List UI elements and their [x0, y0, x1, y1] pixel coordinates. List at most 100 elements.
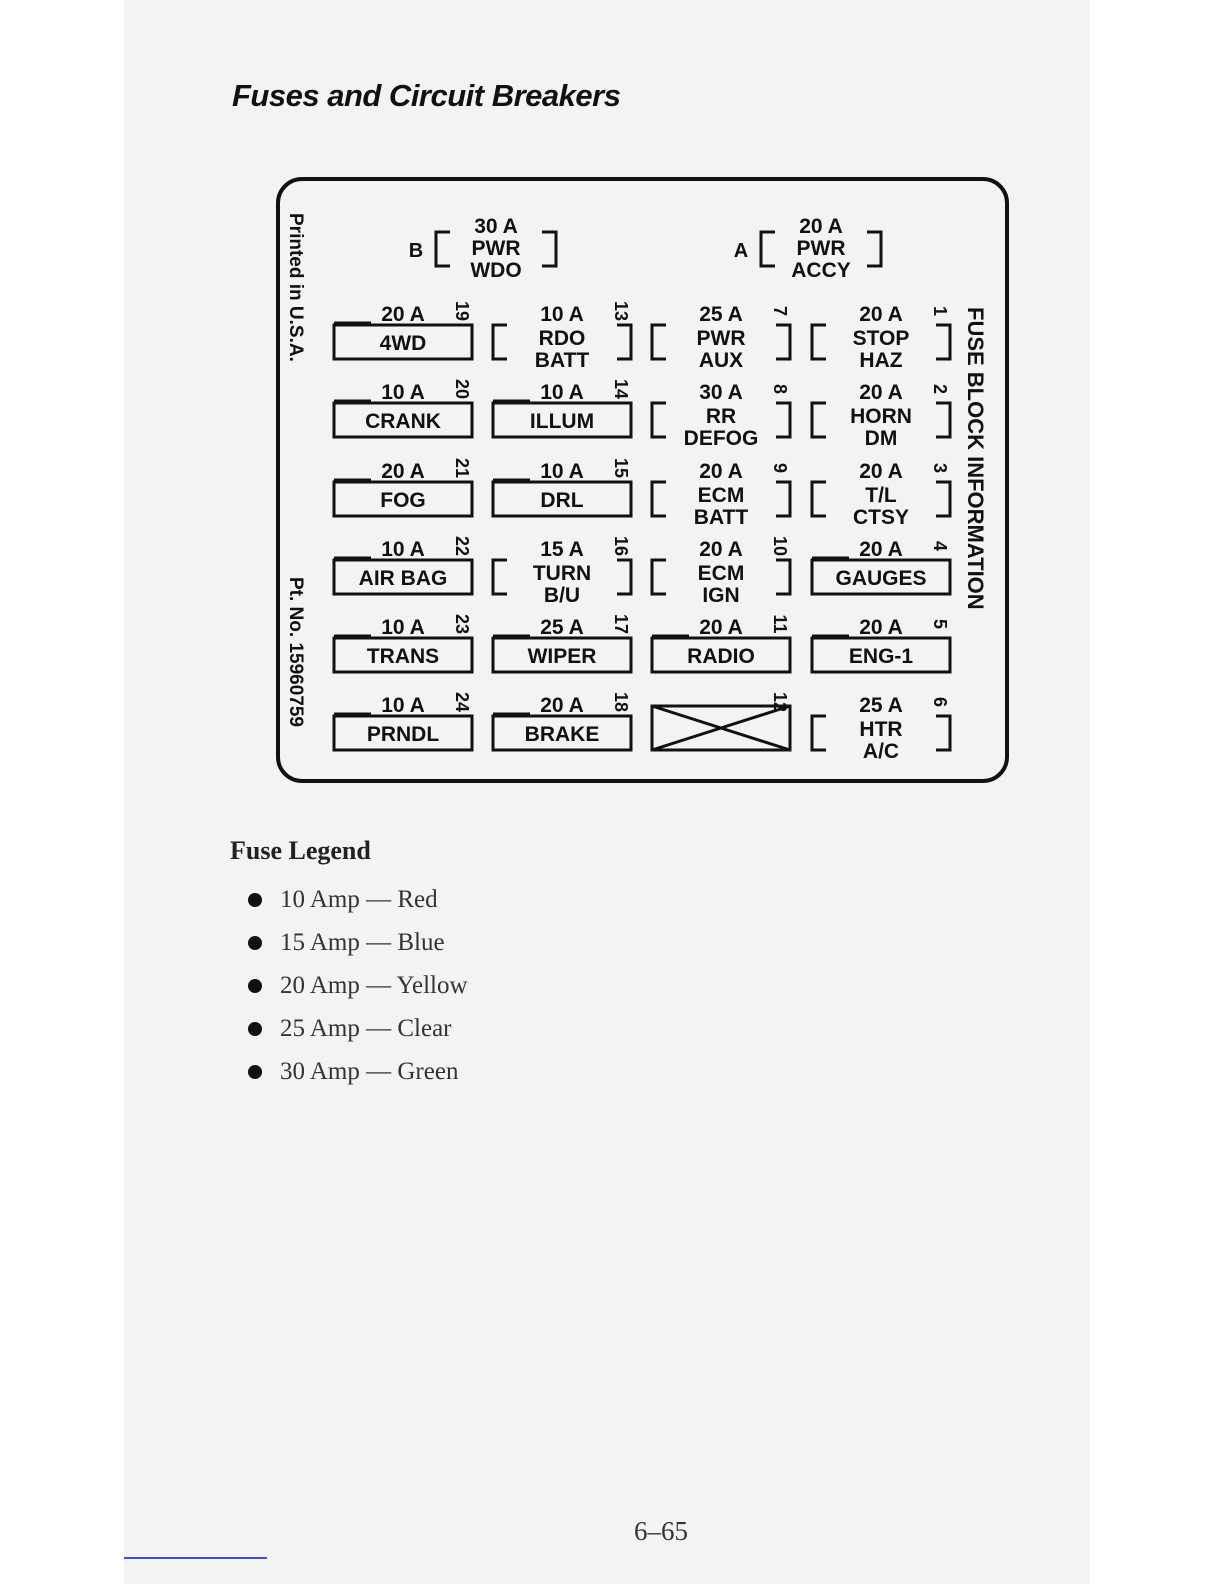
fuse-number: 6 — [930, 697, 950, 707]
fuse-number: 10 — [770, 536, 790, 556]
breaker-letter: A — [734, 240, 748, 262]
link-underline — [124, 1557, 267, 1559]
fuse-rating: 20 A — [381, 303, 425, 326]
fuse-name: ENG-1 — [849, 645, 914, 668]
fuse-rating: 25 A — [699, 303, 743, 326]
fuse-name: PRNDL — [367, 723, 440, 746]
fuse-block-diagram: Printed in U.S.A. Pt. No. 15960759 FUSE … — [276, 177, 1009, 783]
fuse-box — [810, 636, 952, 674]
breaker-bracket-right — [542, 230, 558, 268]
fuse-name: 4WD — [380, 332, 427, 355]
breaker-name: PWR — [472, 237, 521, 260]
fuse-name: ILLUM — [530, 410, 594, 433]
fuse-rating: 20 A — [699, 616, 743, 639]
fuse-bracket-left — [491, 323, 507, 361]
fuse-box — [491, 401, 633, 439]
fuse-number: 13 — [611, 301, 631, 321]
fuse-number: 5 — [930, 619, 950, 629]
fuse-number: 22 — [452, 536, 472, 556]
legend-item-text: 20 Amp — Yellow — [280, 971, 468, 999]
fuse-name: CRANK — [365, 410, 441, 433]
fuse-name: BATT — [694, 506, 749, 529]
fuse-bracket-left — [650, 323, 666, 361]
fuse-number: 7 — [770, 306, 790, 316]
fuse-number: 16 — [611, 536, 631, 556]
fuse-bracket-left — [810, 714, 826, 752]
fuse-rating: 10 A — [381, 538, 425, 561]
fuse-rating: 20 A — [699, 460, 743, 483]
fuse-block-title: FUSE BLOCK INFORMATION — [963, 307, 988, 610]
fuse-block-outline — [276, 177, 1009, 783]
fuse-rating: 10 A — [540, 303, 584, 326]
fuse-number: 24 — [452, 692, 472, 712]
fuse-bracket-right — [776, 480, 792, 518]
fuse-number: 2 — [930, 384, 950, 394]
fuse-slot: 20 A 4WD 19 — [332, 301, 474, 361]
fuse-rating: 10 A — [540, 381, 584, 404]
fuse-slot: 20 A RADIO 11 — [650, 614, 792, 674]
fuse-bracket-left — [650, 480, 666, 518]
page-title: Fuses and Circuit Breakers — [232, 78, 621, 113]
fuse-bracket-right — [776, 323, 792, 361]
fuse-name: PWR — [697, 327, 746, 350]
fuse-number: 14 — [611, 379, 631, 399]
fuse-rating: 20 A — [859, 381, 903, 404]
fuse-name: RADIO — [687, 645, 755, 668]
fuse-bracket-right — [936, 323, 952, 361]
fuse-box — [810, 558, 952, 596]
fuse-bracket-left — [491, 558, 507, 596]
fuse-number: 17 — [611, 614, 631, 634]
breaker-bracket-left — [759, 230, 775, 268]
legend-item: 20 Amp — Yellow — [248, 964, 468, 1007]
fuse-number: 20 — [452, 379, 472, 399]
fuse-number: 11 — [770, 614, 790, 633]
fuse-rating: 10 A — [381, 616, 425, 639]
legend-title: Fuse Legend — [230, 836, 371, 865]
fuse-name: HTR — [859, 718, 902, 741]
fuse-box — [332, 480, 474, 518]
fuse-name: DM — [865, 427, 898, 450]
fuse-rating: 20 A — [859, 460, 903, 483]
legend-item: 25 Amp — Clear — [248, 1007, 468, 1050]
fuse-bracket-right — [617, 558, 633, 596]
breaker-letter: B — [409, 240, 423, 262]
fuse-rating: 25 A — [540, 616, 584, 639]
fuse-bracket-left — [810, 323, 826, 361]
fuse-number: 9 — [770, 463, 790, 473]
fuse-name: BATT — [535, 349, 590, 372]
fuse-name: TRANS — [367, 645, 439, 668]
bullet-icon — [248, 978, 262, 993]
fuse-rating: 15 A — [540, 538, 584, 561]
fuse-rating: 25 A — [859, 694, 903, 717]
fuse-bracket-right — [617, 323, 633, 361]
fuse-number: 19 — [452, 301, 472, 321]
fuse-box — [650, 636, 792, 674]
fuse-rating: 20 A — [381, 460, 425, 483]
fuse-slot: 12 — [650, 692, 792, 752]
fuse-box — [491, 480, 633, 518]
fuse-block-svg: Printed in U.S.A. Pt. No. 15960759 FUSE … — [276, 177, 1009, 783]
empty-slot-box — [650, 704, 792, 752]
legend-item-text: 10 Amp — Red — [280, 885, 438, 913]
fuse-name: AIR BAG — [359, 567, 448, 590]
legend-item-text: 30 Amp — Green — [280, 1057, 459, 1085]
fuse-name: CTSY — [853, 506, 909, 529]
page-number: 6–65 — [634, 1516, 688, 1546]
fuse-name: WIPER — [528, 645, 597, 668]
fuse-number: 4 — [930, 541, 950, 551]
part-number-label: Pt. No. 15960759 — [285, 577, 306, 727]
fuse-bracket-right — [936, 480, 952, 518]
legend-item-text: 15 Amp — Blue — [280, 928, 445, 956]
